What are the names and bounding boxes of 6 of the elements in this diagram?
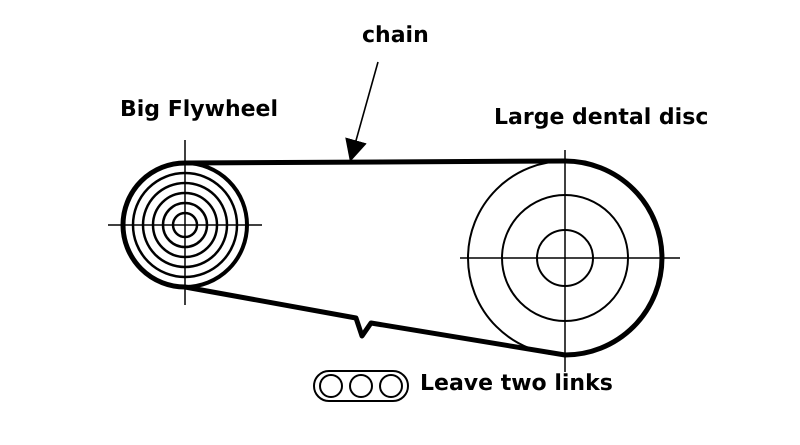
- part-label: Large dental disc: [494, 106, 708, 130]
- part-label: Big Flywheel: [120, 98, 278, 122]
- chain-loop: [120, 158, 664, 358]
- leader-arrow: [345, 62, 379, 162]
- note-text: Leave two links: [420, 372, 613, 396]
- part-label: chain: [362, 24, 429, 48]
